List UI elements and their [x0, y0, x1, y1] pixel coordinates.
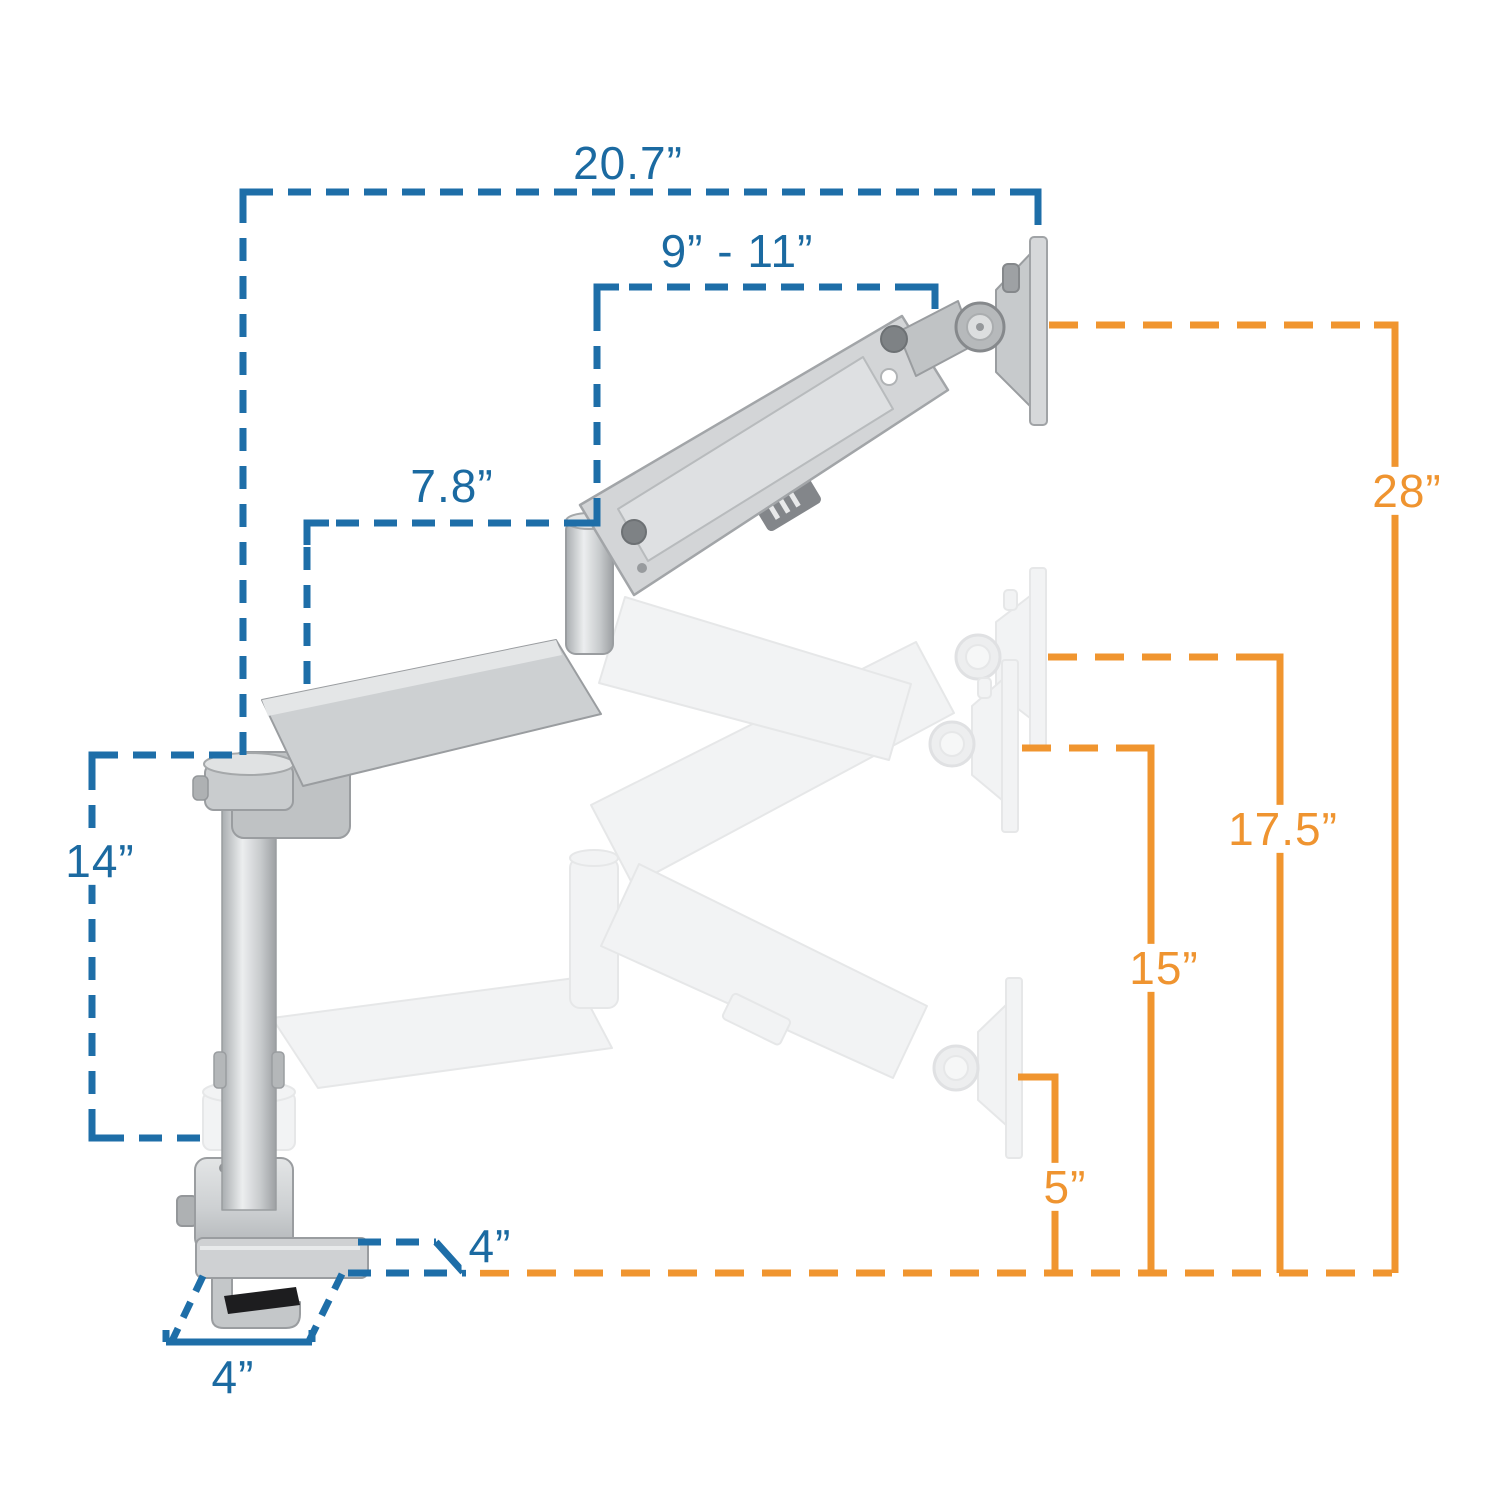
label-lower-arm: 7.8”: [403, 462, 501, 510]
ghost-upper-arm-level: [598, 596, 912, 761]
label-pole-height: 14”: [58, 837, 142, 885]
monitor-arm: [176, 236, 1048, 1329]
ghost-lower-arm: [271, 977, 613, 1089]
ghost-vesa-cone-5: [977, 1004, 1007, 1126]
height-line-15-vertical: [1131, 744, 1155, 1273]
arm-pivot-hole: [880, 368, 898, 386]
label-upper-arm: 9” - 11”: [653, 227, 821, 275]
ghost-upper-arm-lowered: [600, 863, 928, 1079]
height-line-28-vertical: [1374, 321, 1399, 1273]
c-clamp-pad: [224, 1287, 300, 1314]
pole-assembly: [192, 751, 351, 1211]
arm-screw: [637, 563, 647, 573]
dim-footprint-left-edge: [168, 1274, 207, 1343]
vesa-plate: [1029, 236, 1048, 426]
ball-joint-center: [976, 323, 984, 331]
label-lower-mid-height: 15”: [1122, 944, 1206, 992]
lower-arm-top-face: [262, 640, 562, 716]
lower-arm: [261, 639, 602, 787]
ghost-vesa-knob-15: [977, 677, 992, 699]
lower-arm-body: [261, 639, 602, 787]
ghost-cable-clip: [721, 992, 792, 1046]
label-full-reach: 20.7”: [566, 139, 690, 187]
arm-pivot-elbow: [621, 519, 647, 545]
ghost-ball-joint-inner-5: [943, 1055, 969, 1081]
ghost-vesa-knob-17-5: [1003, 589, 1018, 611]
ghost-vesa-plate-5: [1005, 977, 1023, 1159]
label-max-height: 28”: [1365, 467, 1449, 515]
vesa-knob: [1002, 263, 1020, 293]
ghost-vesa-plate-15: [1001, 659, 1019, 833]
pole-collar-pin: [192, 775, 209, 801]
label-clamp-depth: 4”: [461, 1222, 519, 1270]
ghost-ball-joint-inner-17-5: [965, 644, 991, 670]
orange-height-lines: [480, 321, 1399, 1277]
monitor-mount-head: [954, 236, 1048, 426]
pole-clip-left: [213, 1051, 227, 1089]
ghost-ball-joint-inner-15: [939, 731, 965, 757]
pole-clip-right: [271, 1051, 285, 1089]
dim-footprint-right-edge: [305, 1272, 346, 1343]
label-upper-mid-height: 17.5”: [1221, 805, 1345, 853]
dim-corner-solids: [88, 188, 1042, 1346]
label-clamp-width: 4”: [204, 1353, 262, 1401]
blue-dimension-lines: [88, 188, 1042, 1346]
ghost-elbow-cap: [569, 849, 619, 867]
ghost-arm-positions: [202, 567, 1047, 1159]
clamp-desk-plate: [195, 1237, 369, 1279]
label-min-height: 5”: [1036, 1163, 1094, 1211]
dim-line-pole-height: [88, 751, 232, 1142]
upper-arm: [578, 300, 975, 597]
ghost-vesa-plate-17-5: [1029, 567, 1047, 749]
height-line-17-5-vertical: [1258, 653, 1284, 1273]
arm-pivot-top: [880, 325, 908, 353]
